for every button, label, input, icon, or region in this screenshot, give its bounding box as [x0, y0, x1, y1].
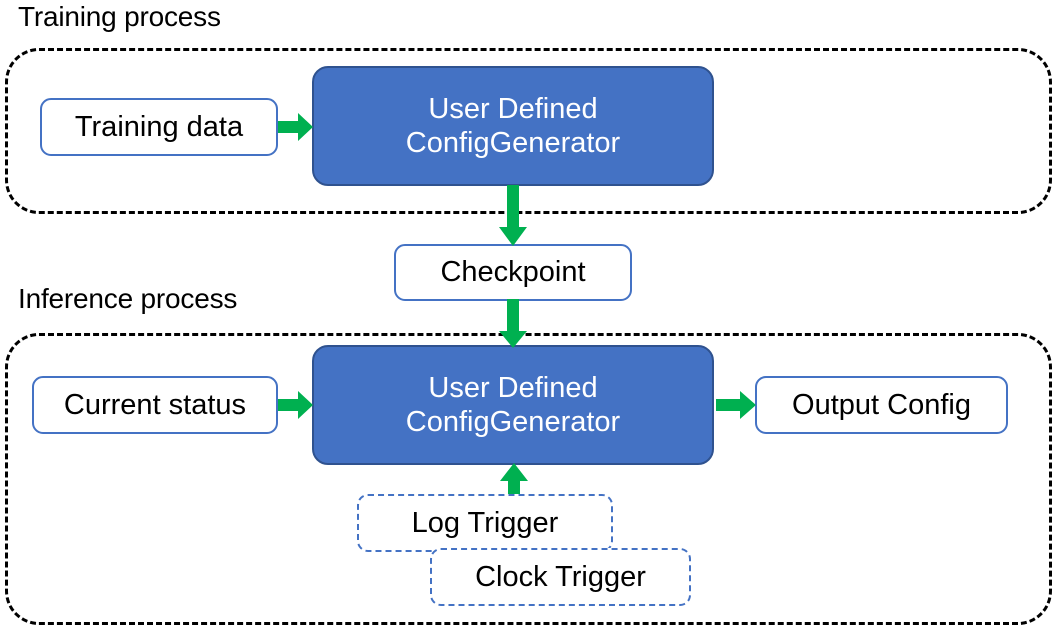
node-user-defined-configgenerator-training[interactable]: User Defined ConfigGenerator [312, 66, 714, 186]
section-caption-inference: Inference process [18, 283, 238, 314]
group-container-inference-process [5, 333, 1052, 625]
node-output-config-label: Output Config [792, 388, 971, 421]
node-current-status[interactable]: Current status [32, 376, 278, 434]
arrow-current-status-to-configgenerator-icon [278, 388, 314, 422]
section-caption-training: Training process [18, 1, 221, 32]
node-checkpoint-label: Checkpoint [440, 256, 586, 289]
node-log-trigger-label: Log Trigger [411, 506, 559, 539]
arrow-checkpoint-to-configgenerator-icon [495, 299, 531, 349]
arrow-configgenerator-to-checkpoint-icon [495, 185, 531, 247]
group-container-training-process [5, 48, 1052, 214]
node-udcg-inference-label: User Defined ConfigGenerator [406, 371, 620, 439]
node-udcg-training-label-line2: ConfigGenerator [405, 127, 621, 159]
node-user-defined-configgenerator-inference[interactable]: User Defined ConfigGenerator [312, 345, 714, 465]
node-log-trigger[interactable]: Log Trigger [357, 494, 613, 552]
arrow-training-data-to-configgenerator-icon [278, 110, 314, 144]
node-clock-trigger-label: Clock Trigger [475, 560, 646, 593]
node-output-config[interactable]: Output Config [755, 376, 1008, 434]
node-udcg-inference-label-line2: ConfigGenerator [405, 406, 621, 438]
node-training-data-label: Training data [74, 110, 244, 143]
arrow-configgenerator-to-output-config-icon [716, 388, 757, 422]
node-checkpoint[interactable]: Checkpoint [394, 244, 632, 301]
node-udcg-inference-label-line1: User Defined [428, 371, 598, 404]
node-udcg-training-label: User Defined ConfigGenerator [406, 92, 620, 160]
node-training-data[interactable]: Training data [40, 98, 278, 156]
arrow-log-trigger-to-configgenerator-icon [497, 463, 531, 498]
node-udcg-training-label-line1: User Defined [428, 92, 598, 125]
node-current-status-label: Current status [63, 388, 247, 421]
node-clock-trigger[interactable]: Clock Trigger [430, 548, 691, 606]
